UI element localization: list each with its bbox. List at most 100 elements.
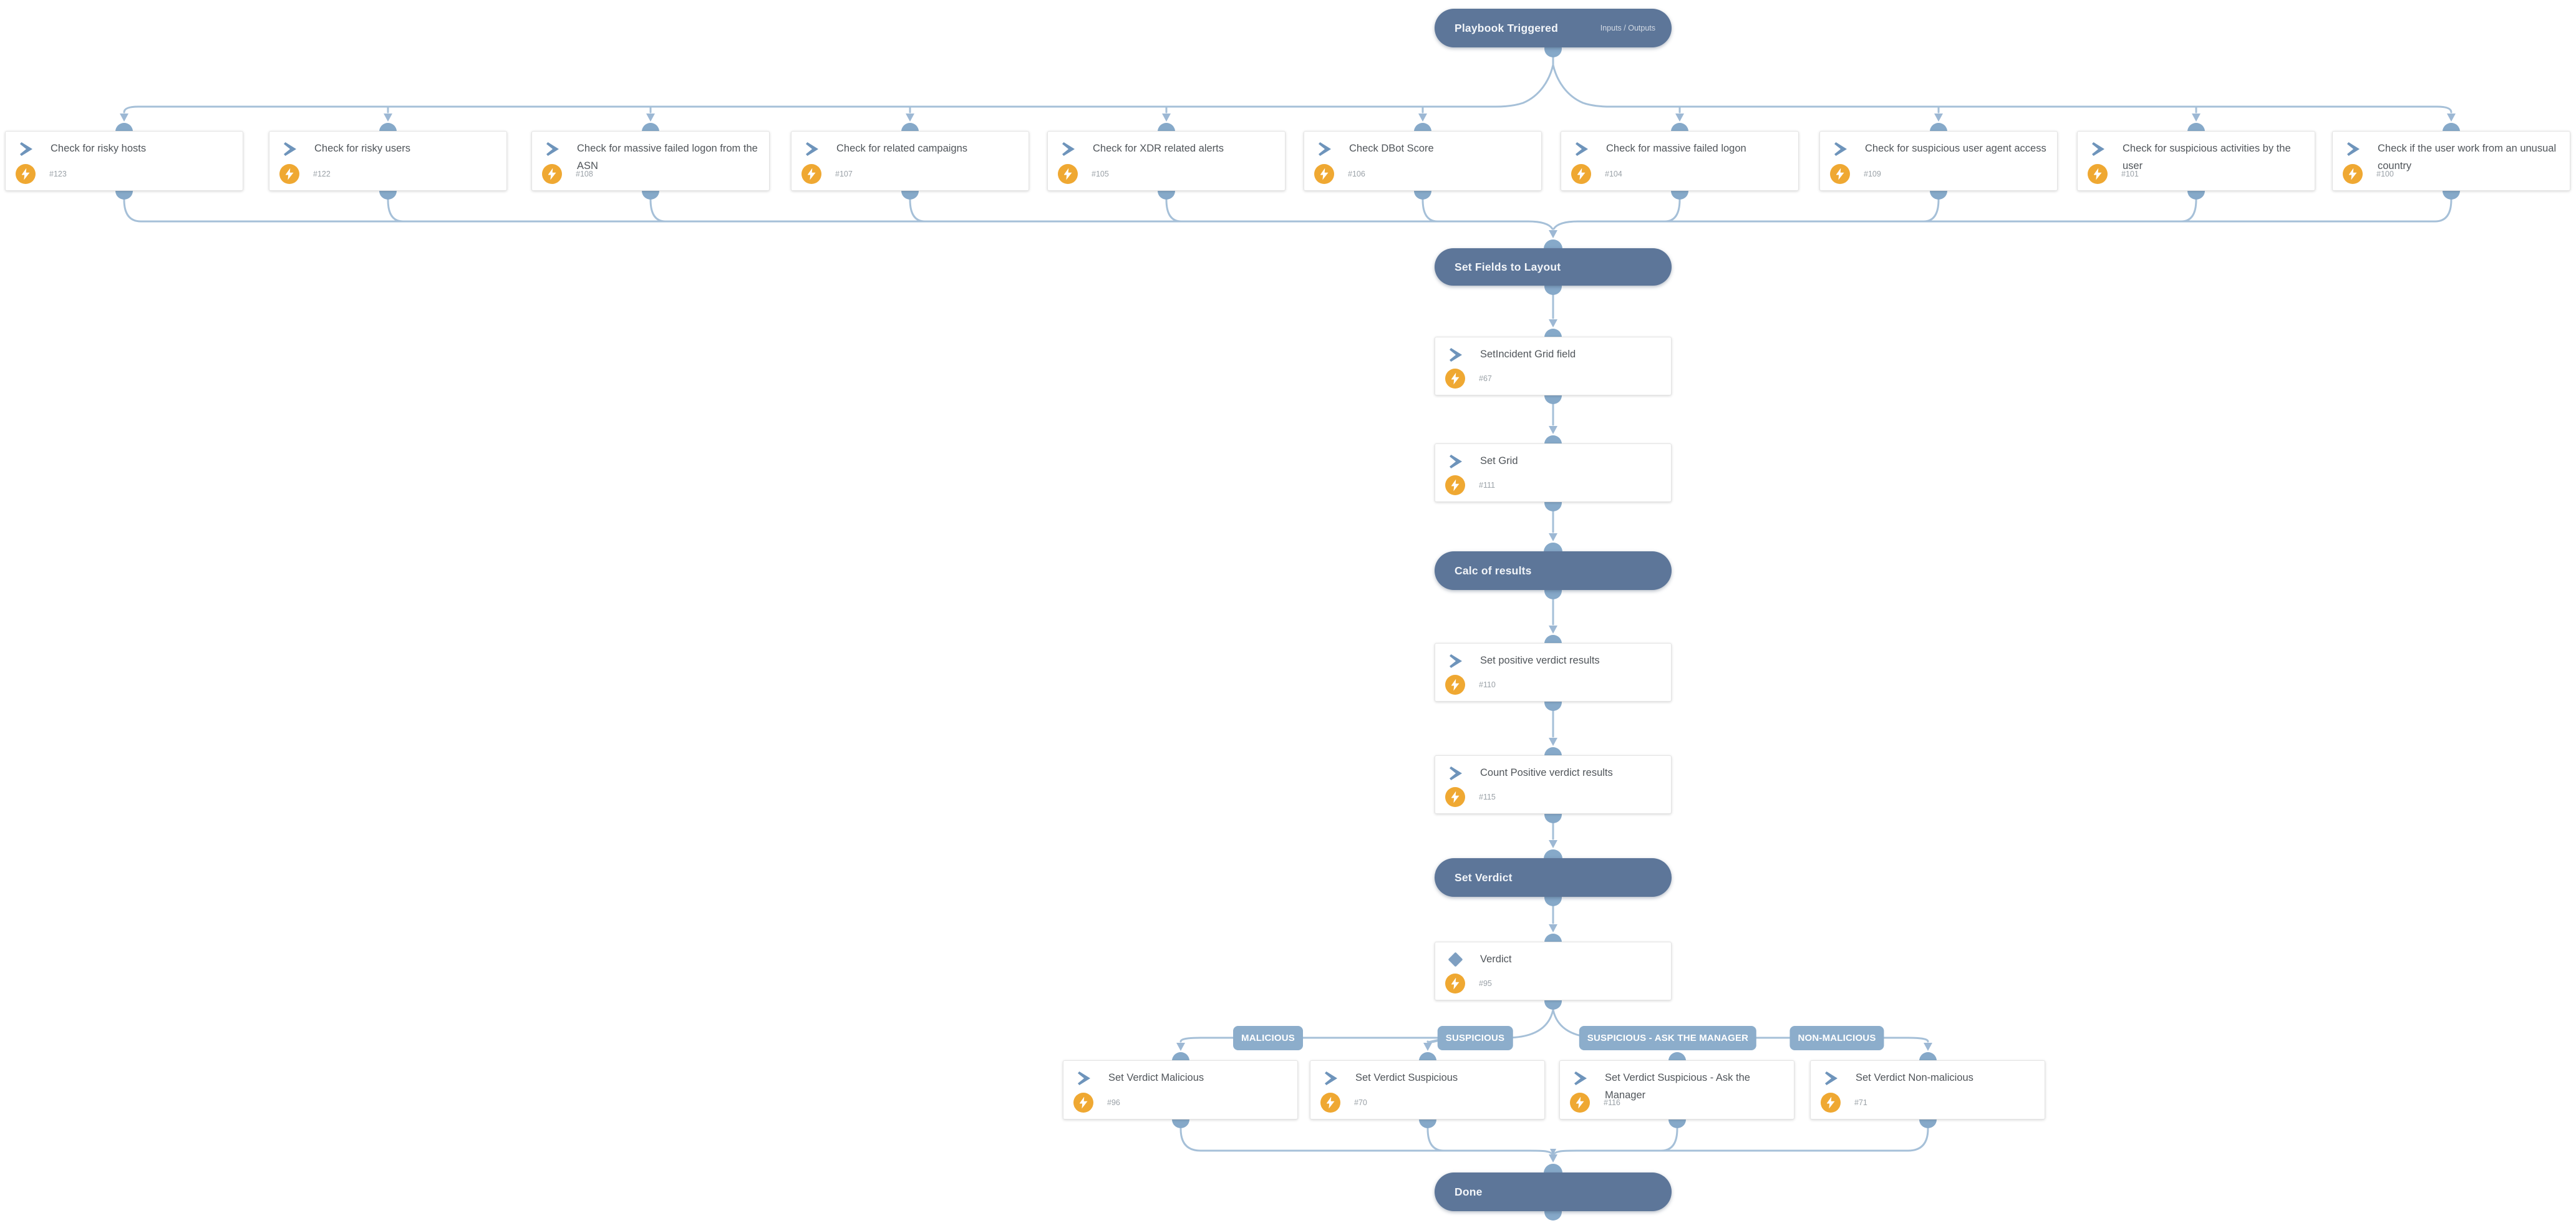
condition-chevron-icon: [20, 142, 32, 156]
task-title: Count Positive verdict results: [1480, 767, 1613, 778]
condition-chevron-icon: [1450, 348, 1462, 362]
task-title: Set Verdict Suspicious - Ask the Manager: [1605, 1072, 1750, 1101]
section-title: Set Verdict: [1455, 871, 1513, 884]
automation-lightning-icon: [1445, 675, 1465, 695]
automation-lightning-icon: [2088, 164, 2108, 184]
task-title: Check for XDR related alerts: [1093, 143, 1224, 154]
task-id: #67: [1479, 374, 1492, 383]
task-title: Check for risky hosts: [51, 143, 147, 154]
branch-label-suspicious-ask-manager[interactable]: SUSPICIOUS - ASK THE MANAGER: [1579, 1026, 1757, 1050]
task-check-for-risky-users[interactable]: Check for risky users #122: [269, 131, 507, 191]
task-check-massive-failed-logon-asn[interactable]: Check for massive failed logon from the …: [531, 131, 770, 191]
connector-lines: [123, 54, 2453, 1155]
automation-lightning-icon: [1445, 475, 1465, 495]
automation-lightning-icon: [1571, 164, 1591, 184]
task-id: #95: [1479, 979, 1492, 988]
automation-lightning-icon: [1320, 1093, 1340, 1113]
automation-lightning-icon: [1058, 164, 1078, 184]
task-title: Verdict: [1480, 954, 1512, 965]
automation-lightning-icon: [1445, 369, 1465, 389]
task-title: Check if the user work from an unusual c…: [2378, 143, 2557, 172]
condition-chevron-icon: [1834, 142, 1847, 156]
section-calc-of-results[interactable]: Calc of results: [1435, 551, 1672, 590]
inputs-outputs-link[interactable]: Inputs / Outputs: [1600, 24, 1655, 32]
condition-chevron-icon: [1319, 142, 1331, 156]
automation-lightning-icon: [801, 164, 821, 184]
automation-lightning-icon: [542, 164, 562, 184]
task-id: #108: [576, 170, 593, 178]
task-title: Check for suspicious activities by the u…: [2123, 143, 2291, 172]
task-title: Check for massive failed logon: [1606, 143, 1746, 154]
task-title: Check for massive failed logon from the …: [577, 143, 758, 172]
task-title: Set positive verdict results: [1480, 655, 1600, 666]
task-title: Check for suspicious user agent access: [1865, 143, 2046, 154]
task-id: #110: [1479, 680, 1496, 689]
task-setincident-grid-field[interactable]: SetIncident Grid field #67: [1435, 337, 1672, 395]
condition-chevron-icon: [806, 142, 818, 156]
end-node-done[interactable]: Done: [1435, 1172, 1672, 1211]
task-check-for-risky-hosts[interactable]: Check for risky hosts #123: [5, 131, 243, 191]
condition-chevron-icon: [1325, 1071, 1337, 1085]
task-check-unusual-country[interactable]: Check if the user work from an unusual c…: [2332, 131, 2570, 191]
task-check-related-campaigns[interactable]: Check for related campaigns #107: [791, 131, 1029, 191]
condition-chevron-icon: [1825, 1071, 1838, 1085]
task-check-xdr-related-alerts[interactable]: Check for XDR related alerts #105: [1047, 131, 1286, 191]
task-set-grid[interactable]: Set Grid #111: [1435, 443, 1672, 502]
task-id: #107: [835, 170, 853, 178]
task-title: Check DBot Score: [1349, 143, 1434, 154]
task-set-verdict-non-malicious[interactable]: Set Verdict Non-malicious #71: [1810, 1060, 2045, 1119]
branch-label-malicious[interactable]: MALICIOUS: [1233, 1026, 1303, 1050]
automation-lightning-icon: [16, 164, 36, 184]
task-verdict-condition[interactable]: Verdict #95: [1435, 942, 1672, 1000]
condition-chevron-icon: [1574, 1071, 1587, 1085]
task-title: Set Verdict Suspicious: [1355, 1072, 1458, 1083]
task-id: #111: [1479, 481, 1495, 490]
automation-lightning-icon: [1073, 1093, 1093, 1113]
task-check-suspicious-activities[interactable]: Check for suspicious activities by the u…: [2077, 131, 2315, 191]
task-id: #70: [1354, 1098, 1367, 1107]
task-set-verdict-suspicious-ask-manager[interactable]: Set Verdict Suspicious - Ask the Manager…: [1559, 1060, 1794, 1119]
condition-chevron-icon: [1062, 142, 1075, 156]
section-set-fields-to-layout[interactable]: Set Fields to Layout: [1435, 248, 1672, 286]
task-set-verdict-malicious[interactable]: Set Verdict Malicious #96: [1063, 1060, 1298, 1119]
section-title: Calc of results: [1455, 564, 1532, 577]
task-id: #116: [1604, 1098, 1620, 1107]
condition-chevron-icon: [1078, 1071, 1090, 1085]
branch-label-suspicious[interactable]: SUSPICIOUS: [1437, 1026, 1513, 1050]
task-set-positive-verdict-results[interactable]: Set positive verdict results #110: [1435, 643, 1672, 702]
condition-chevron-icon: [2347, 142, 2360, 156]
automation-lightning-icon: [1445, 974, 1465, 994]
start-node-playbook-triggered[interactable]: Playbook Triggered Inputs / Outputs: [1435, 9, 1672, 47]
task-title: Check for risky users: [314, 143, 411, 154]
section-title: Set Fields to Layout: [1455, 260, 1561, 273]
task-check-massive-failed-logon[interactable]: Check for massive failed logon #104: [1561, 131, 1799, 191]
task-id: #109: [1864, 170, 1881, 178]
task-id: #115: [1479, 793, 1496, 801]
condition-chevron-icon: [546, 142, 559, 156]
connector-arrows: [120, 114, 2456, 1163]
condition-chevron-icon: [284, 142, 296, 156]
task-id: #106: [1348, 170, 1365, 178]
condition-diamond-icon: [1448, 952, 1463, 967]
task-title: Check for related campaigns: [836, 143, 968, 154]
task-check-suspicious-user-agent[interactable]: Check for suspicious user agent access #…: [1819, 131, 2058, 191]
automation-lightning-icon: [1821, 1093, 1841, 1113]
automation-lightning-icon: [1830, 164, 1850, 184]
task-title: Set Verdict Malicious: [1108, 1072, 1204, 1083]
end-node-title: Done: [1455, 1185, 1483, 1198]
section-set-verdict[interactable]: Set Verdict: [1435, 858, 1672, 897]
task-set-verdict-suspicious[interactable]: Set Verdict Suspicious #70: [1310, 1060, 1545, 1119]
task-check-dbot-score[interactable]: Check DBot Score #106: [1304, 131, 1542, 191]
task-count-positive-verdict-results[interactable]: Count Positive verdict results #115: [1435, 755, 1672, 814]
task-title: SetIncident Grid field: [1480, 349, 1576, 360]
automation-lightning-icon: [1314, 164, 1334, 184]
task-id: #123: [49, 170, 67, 178]
automation-lightning-icon: [1570, 1093, 1590, 1113]
condition-chevron-icon: [1450, 766, 1462, 780]
task-id: #96: [1107, 1098, 1120, 1107]
task-id: #122: [313, 170, 331, 178]
task-id: #100: [2376, 170, 2394, 178]
branch-label-non-malicious[interactable]: NON-MALICIOUS: [1789, 1026, 1884, 1050]
condition-chevron-icon: [1576, 142, 1588, 156]
